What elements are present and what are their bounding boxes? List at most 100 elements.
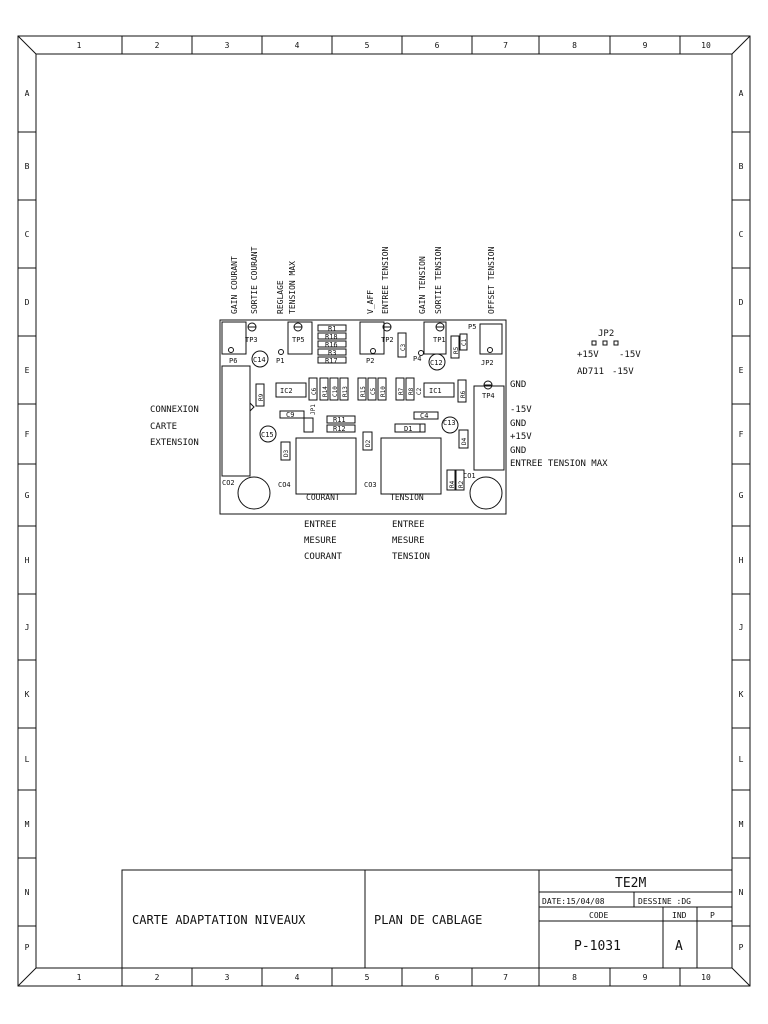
grid-label: 2 (155, 41, 160, 50)
label-c5: C5 (370, 387, 377, 395)
side-labels: CONNEXION CARTE EXTENSION GND -15V GND +… (150, 380, 608, 562)
grid-label: 9 (643, 973, 648, 982)
grid-label: 1 (77, 973, 82, 982)
grid-label: 4 (295, 41, 300, 50)
code-label: CODE (589, 911, 608, 920)
label-d4: D4 (461, 437, 468, 445)
label-sortie-tension: SORTIE TENSION (434, 246, 443, 314)
grid-label: 7 (503, 973, 508, 982)
grid-label: E (739, 366, 744, 375)
label-ic2: IC2 (280, 387, 293, 395)
label-r12: R12 (333, 425, 346, 433)
label-d2: D2 (365, 439, 372, 447)
grid-label: 3 (225, 973, 230, 982)
label-p1: P1 (276, 357, 284, 365)
company-name: TE2M (615, 876, 646, 891)
document-type: PLAN DE CABLAGE (374, 913, 482, 927)
grid-label: N (739, 888, 744, 897)
label-tp1: TP1 (433, 336, 446, 344)
date-field: DATE:15/04/08 (542, 897, 605, 906)
label-p2: P2 (366, 357, 374, 365)
jp2-legend: JP2 +15V -15V AD711 -15V (577, 329, 641, 377)
rotated-component-labels: C3 R5 C1 R9 C6 R14 C10 R13 R15 C5 R10 R7… (258, 338, 468, 488)
label-r2: R2 (458, 480, 465, 488)
grid-label: 8 (572, 41, 577, 50)
label-jp2-board: JP2 (481, 359, 494, 367)
label-co2: CO2 (222, 479, 235, 487)
bottom-label-entree-tension: ENTREE (392, 520, 425, 530)
grid-label: C (739, 230, 744, 239)
grid-ticks (18, 36, 750, 986)
bottom-label-tension: TENSION (392, 552, 430, 562)
grid-label: L (25, 755, 30, 764)
grid-label: B (25, 162, 30, 171)
connexion-label-2: CARTE (150, 422, 177, 432)
right-label-pos15: +15V (510, 432, 532, 442)
grid-label: 10 (701, 41, 711, 50)
grid-label: 8 (572, 973, 577, 982)
right-label-neg15: -15V (510, 405, 532, 415)
ind-label: IND (672, 911, 687, 920)
bottom-label-entree-courant: ENTREE (304, 520, 337, 530)
label-r5: R5 (453, 346, 460, 354)
grid-label: 1 (77, 41, 82, 50)
label-tp2: TP2 (381, 336, 394, 344)
label-co3: CO3 (364, 481, 377, 489)
title-block-text: TE2M CARTE ADAPTATION NIVEAUX PLAN DE CA… (132, 876, 715, 954)
label-r13: R13 (342, 386, 349, 397)
grid-label: F (25, 430, 30, 439)
board-name: CARTE ADAPTATION NIVEAUX (132, 913, 306, 927)
label-c13: C13 (443, 419, 456, 427)
grid-label: D (25, 298, 30, 307)
grid-label: J (739, 623, 744, 632)
right-label-gnd-2: GND (510, 446, 526, 456)
grid-label: G (739, 491, 744, 500)
label-sortie-courant: SORTIE COURANT (250, 246, 259, 314)
grid-label: H (25, 556, 30, 565)
grid-label: A (739, 89, 744, 98)
label-r10: R10 (380, 386, 387, 397)
label-r6: R6 (460, 390, 467, 398)
label-tp5: TP5 (292, 336, 305, 344)
label-v-aff: V_AFF (366, 290, 375, 314)
label-c2: C2 (416, 387, 423, 395)
grid-label: H (739, 556, 744, 565)
label-tp3: TP3 (245, 336, 258, 344)
label-jp1: JP1 (310, 404, 317, 415)
label-d1: D1 (404, 425, 412, 433)
label-r4: R4 (449, 480, 456, 488)
label-r7: R7 (398, 387, 405, 395)
label-gain-tension: GAIN TENSION (418, 256, 427, 314)
grid-label: 5 (365, 41, 370, 50)
label-c14: C14 (253, 356, 266, 364)
pcb-board (219, 319, 507, 515)
right-label-gnd-1: GND (510, 419, 526, 429)
grid-label: L (739, 755, 744, 764)
label-entree-tension: ENTREE TENSION (381, 246, 390, 314)
grid-label: 5 (365, 973, 370, 982)
grid-label: F (739, 430, 744, 439)
board-labels: TP3 TP5 TP2 TP1 TP4 P6 P1 P2 P4 P5 JP2 C… (222, 323, 495, 502)
label-c9: C9 (286, 411, 294, 419)
label-co4: CO4 (278, 481, 291, 489)
label-r9: R9 (258, 393, 265, 401)
label-c1: C1 (461, 338, 468, 346)
grid-label: P (739, 943, 744, 952)
grid-label: 7 (503, 41, 508, 50)
label-tp4: TP4 (482, 392, 495, 400)
grid-label: 2 (155, 973, 160, 982)
label-c6: C6 (311, 387, 318, 395)
grid-label: K (739, 690, 744, 699)
connexion-label-1: CONNEXION (150, 405, 199, 415)
grid-label: C (25, 230, 30, 239)
dessine-field: DESSINE :DG (638, 897, 691, 906)
grid-label: 6 (435, 41, 440, 50)
grid-label: B (739, 162, 744, 171)
right-label-gnd-top: GND (510, 380, 526, 390)
grid-label: D (739, 298, 744, 307)
label-r18: R18 (325, 333, 338, 341)
grid-label: 9 (643, 41, 648, 50)
grid-label: M (25, 820, 30, 829)
